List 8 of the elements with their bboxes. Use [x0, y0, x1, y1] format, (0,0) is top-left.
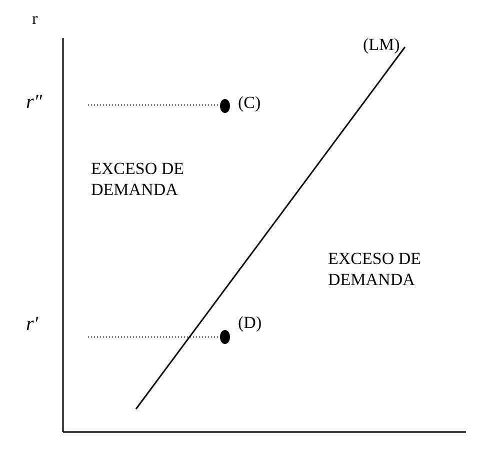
axis-label: r	[32, 8, 38, 30]
region-label: EXCESO DE DEMANDA	[328, 248, 422, 290]
region-label: EXCESO DE DEMANDA	[91, 158, 186, 200]
curve-label: (LM)	[363, 34, 400, 56]
axis-tick-label: r″	[26, 90, 42, 115]
axis-tick-label: r′	[26, 312, 38, 337]
point-label: (D)	[238, 312, 262, 334]
point-label: (C)	[238, 92, 261, 114]
